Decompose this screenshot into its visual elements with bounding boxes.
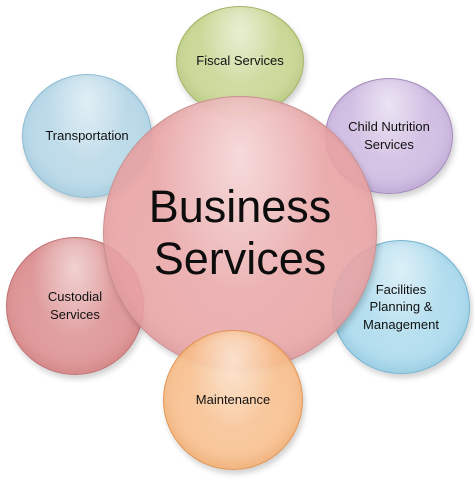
label-business-services: Business Services (148, 181, 332, 284)
label-child-nutrition-services: Child Nutrition Services (348, 119, 430, 152)
label-custodial-services: Custodial Services (47, 289, 103, 322)
circle-maintenance: Maintenance (163, 330, 303, 470)
circle-business-services: Business Services (103, 96, 377, 370)
label-maintenance: Maintenance (195, 392, 271, 408)
label-fiscal-services: Fiscal Services (196, 53, 284, 69)
label-facilities-planning-management: Facilities Planning & Management (363, 281, 439, 332)
label-transportation: Transportation (45, 128, 129, 144)
